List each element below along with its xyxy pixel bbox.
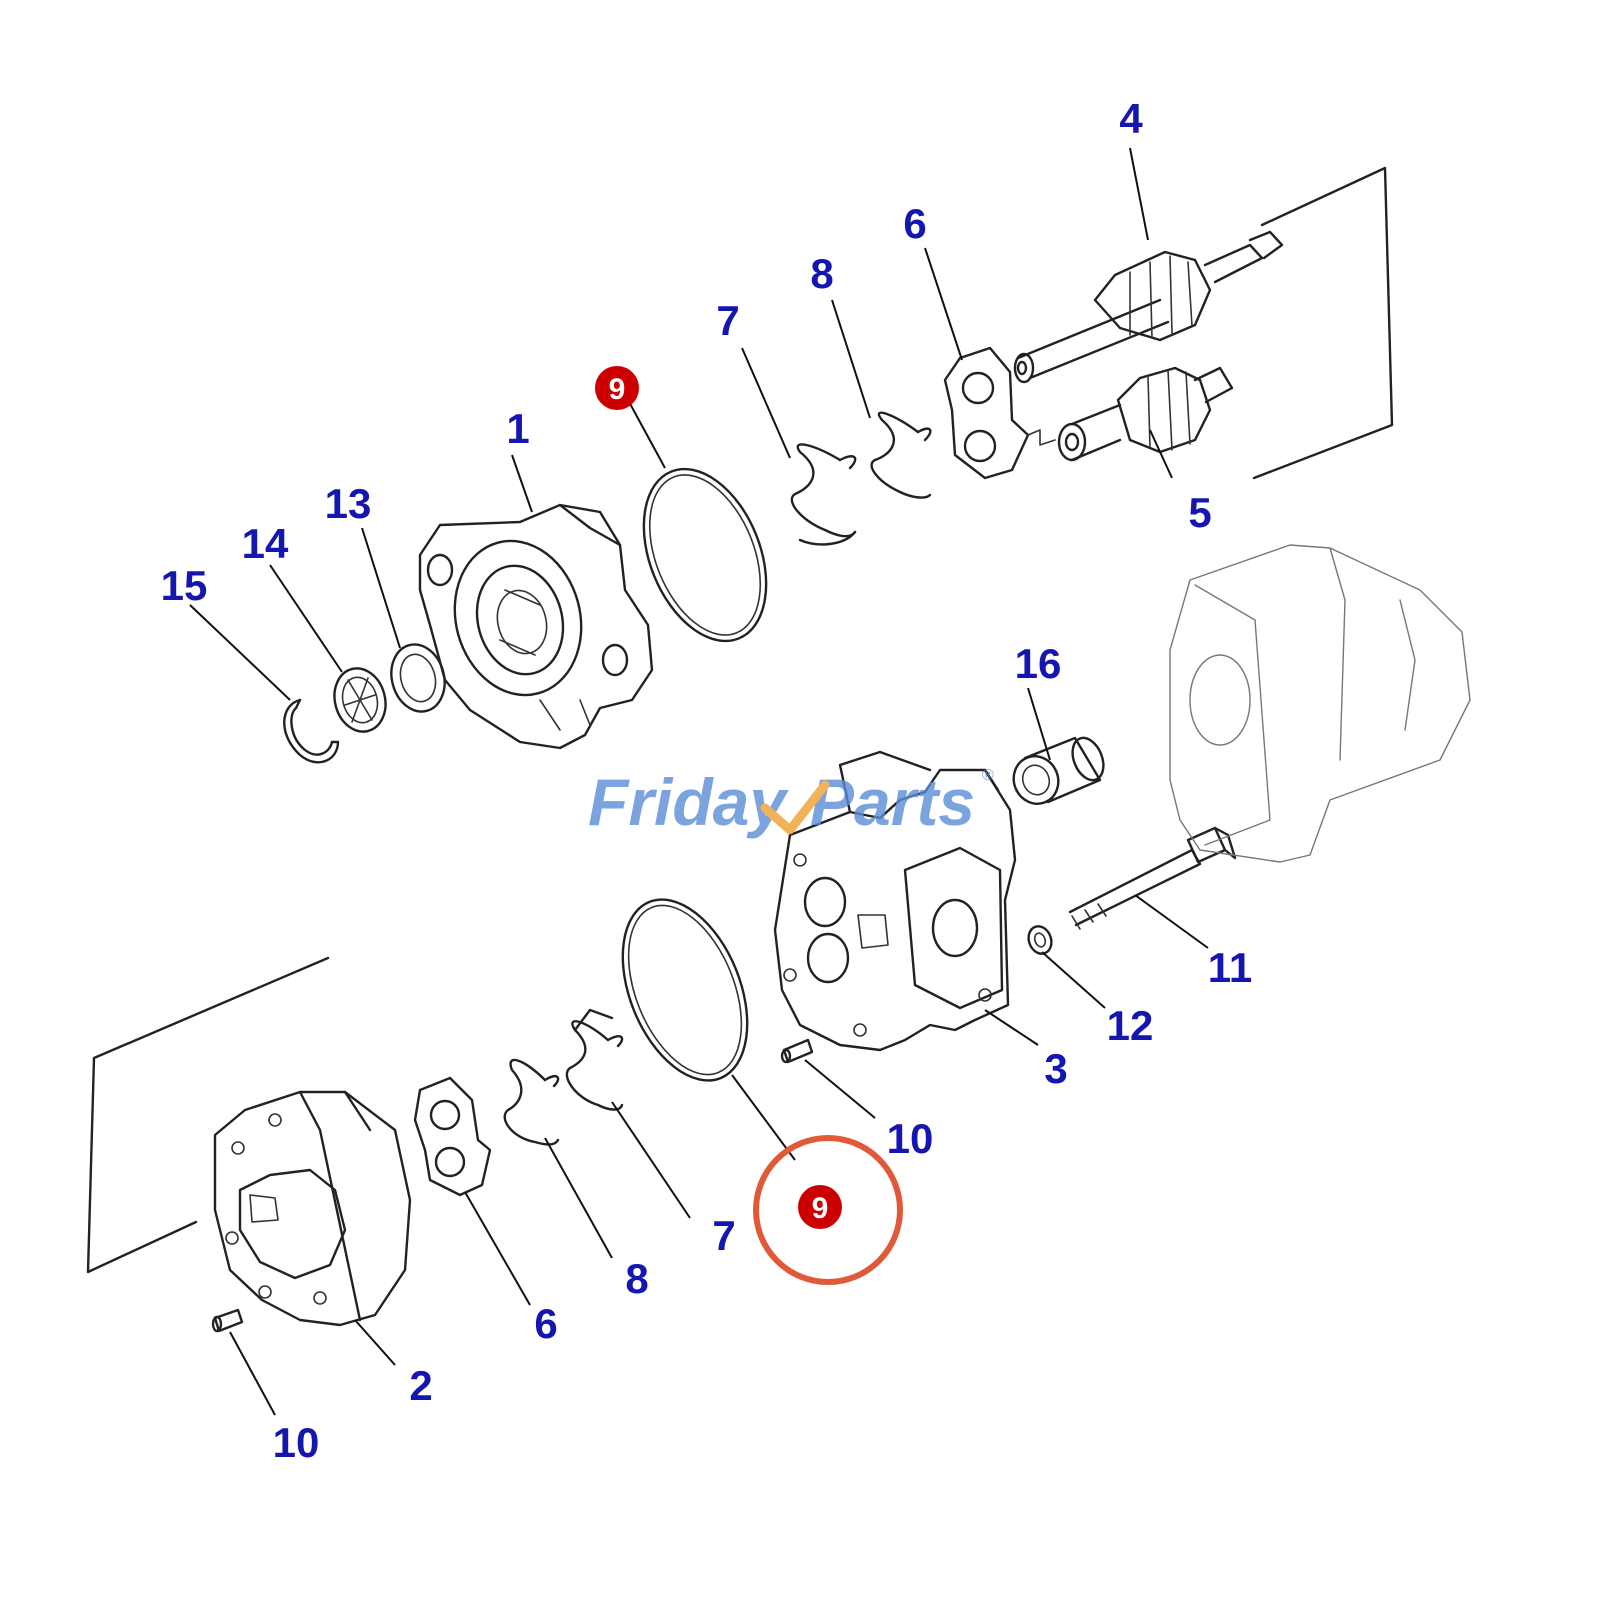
badge-9-bottom: 9 — [798, 1185, 842, 1229]
label-16: 16 — [1015, 640, 1062, 687]
part-7-seal-top — [790, 443, 857, 546]
label-4: 4 — [1119, 95, 1143, 142]
watermark-check-icon — [760, 780, 830, 835]
label-1: 1 — [506, 405, 529, 452]
label-13: 13 — [325, 480, 372, 527]
part-14-oil-seal — [333, 667, 387, 733]
badge-9-bottom-text: 9 — [812, 1192, 829, 1225]
part-5-driven-gear — [1057, 366, 1234, 462]
label-5: 5 — [1188, 489, 1211, 536]
frame-top-right — [1252, 166, 1394, 480]
label-3: 3 — [1044, 1045, 1067, 1092]
part-10-pin-bottom — [211, 1308, 244, 1333]
badge-9-top: 9 — [595, 366, 639, 410]
label-8-top: 8 — [810, 250, 833, 297]
watermark-parts: Parts — [810, 765, 975, 839]
leader-lines — [189, 147, 1209, 1416]
part-8-backup-ring-bottom — [503, 1058, 560, 1146]
part-8-backup-ring-top — [870, 411, 932, 499]
label-15: 15 — [161, 562, 208, 609]
part-7-seal-bottom — [565, 1008, 624, 1111]
label-6-top: 6 — [903, 200, 926, 247]
label-7-top: 7 — [716, 297, 739, 344]
part-10-pin-mid — [780, 1038, 814, 1064]
friday-parts-watermark: Friday Parts ® — [588, 765, 994, 839]
part-15-snap-ring — [283, 698, 340, 764]
part-9-o-ring-top — [642, 467, 768, 643]
faint-pump-housing — [1169, 544, 1471, 863]
label-2: 2 — [409, 1362, 432, 1409]
part-4-drive-shaft — [1013, 230, 1284, 384]
watermark-friday: Friday — [588, 765, 789, 839]
label-10-mid: 10 — [887, 1115, 934, 1162]
frame-bottom-left — [86, 956, 330, 1274]
badge-9-top-text: 9 — [609, 373, 626, 406]
part-13-washer — [390, 643, 446, 713]
label-14: 14 — [242, 520, 289, 567]
label-12: 12 — [1107, 1002, 1154, 1049]
label-11: 11 — [1208, 944, 1252, 991]
part-6-side-plate-bottom — [413, 1076, 492, 1197]
label-7-bottom: 7 — [712, 1212, 735, 1259]
part-9-o-ring-bottom — [621, 898, 749, 1082]
label-6-bottom: 6 — [534, 1300, 557, 1347]
part-labels: 4 6 8 7 1 13 14 15 5 16 11 12 3 10 7 8 6… — [161, 95, 1253, 1466]
part-1-front-cover — [418, 503, 654, 750]
highlight-ring — [753, 1135, 903, 1285]
part-16-bushing — [1012, 736, 1105, 805]
label-8-bottom: 8 — [625, 1255, 648, 1302]
part-3-pump-body — [773, 750, 1017, 1052]
part-6-side-plate-top — [943, 346, 1056, 480]
part-12-washer — [1027, 925, 1053, 955]
part-2-gear-case — [213, 1090, 412, 1327]
label-10-bottom: 10 — [273, 1419, 320, 1466]
watermark-registered: ® — [982, 767, 994, 784]
